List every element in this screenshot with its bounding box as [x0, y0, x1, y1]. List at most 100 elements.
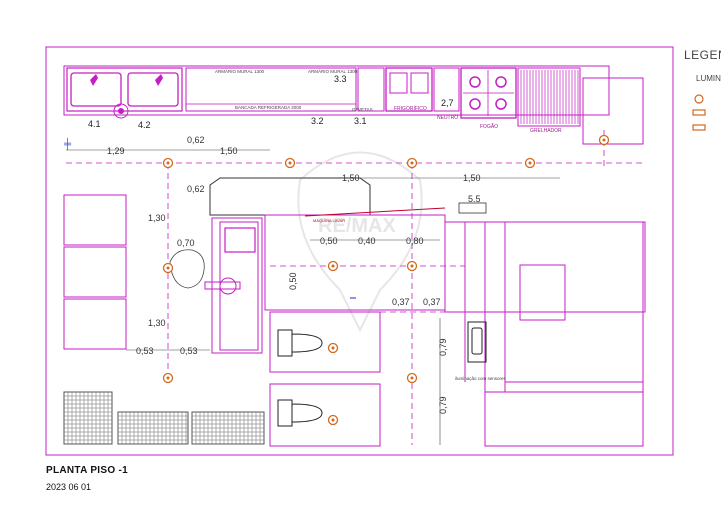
fixture-block: [204, 281, 241, 290]
fridge: [385, 67, 433, 112]
island-sink: [219, 221, 259, 351]
stair-room: [504, 221, 644, 383]
burner-icon: [469, 98, 481, 110]
dim-1-30-b: 1,30: [148, 318, 166, 328]
neutral-counter: [433, 67, 460, 112]
label-3-2: 3.2: [311, 116, 324, 126]
ceiling-light-dot: [166, 266, 170, 270]
legend-symbols: [692, 94, 706, 131]
dim-0-40: 0,40: [358, 236, 376, 246]
dim-0-79-a: 0,79: [438, 338, 448, 356]
label-4-2: 4.2: [138, 120, 151, 130]
dim-1-29: 1,29: [107, 146, 125, 156]
ceiling-light-dot: [331, 346, 335, 350]
wc-room: [269, 311, 381, 373]
room-wall: [444, 221, 646, 313]
ceiling-light-dot: [166, 161, 170, 165]
washbasin-inner: [471, 327, 483, 355]
label-3-3: 3.3: [334, 74, 347, 84]
label-gaveta: GAVETAS: [352, 107, 373, 112]
ceiling-light-dot: [410, 264, 414, 268]
dim-0-37-b: 0,37: [423, 297, 441, 307]
ceiling-light-dot: [528, 161, 532, 165]
stove: [460, 67, 517, 119]
label-grelhador: GRELHADOR: [530, 128, 562, 134]
grill-hatch: [520, 70, 579, 124]
label-2-7: 2,7: [441, 98, 454, 108]
island-table: [211, 217, 263, 354]
ceiling-light-dot: [410, 161, 414, 165]
wc-room: [269, 383, 381, 447]
burner-icon: [469, 76, 481, 88]
ceiling-light-dot: [331, 418, 335, 422]
label-maquina: MÁQUINA LAVAR: [313, 218, 345, 223]
ceiling-light-dot: [602, 138, 606, 142]
plan-date: 2023 06 01: [46, 482, 92, 492]
dim-0-37-a: 0,37: [392, 297, 410, 307]
dim-1-50-a: 1,50: [220, 146, 238, 156]
washbasin: [467, 321, 487, 363]
tap-fixture: [118, 108, 124, 114]
dim-1-50-c: 1,50: [463, 173, 481, 183]
plan-frame: [45, 46, 674, 456]
burner-icon: [495, 76, 507, 88]
ceiling-light-dot: [410, 376, 414, 380]
cross-mark: ╪: [63, 137, 72, 151]
label-fogao: FOGÃO: [480, 123, 498, 130]
sink-unit: [66, 67, 183, 112]
label-armario-top: ARMÁRIO MURAL 1300: [215, 68, 265, 74]
label-armario-right: ARMÁRIO MURAL 1300: [308, 68, 358, 74]
watermark-text: RE/MAX: [318, 215, 396, 237]
dim-0-62-a: 0,62: [187, 135, 205, 145]
fridge-compartment: [389, 72, 408, 94]
shelf-unit: [63, 194, 127, 246]
tap-fixture: [113, 103, 129, 119]
sink-basin-right: [127, 72, 179, 107]
counter-band: [63, 65, 610, 116]
dim-0-79-b: 0,79: [438, 396, 448, 414]
wall-cabinet: [185, 67, 357, 112]
label-neutro: NEUTRO: [437, 115, 458, 121]
label-4-1: 4.1: [88, 119, 101, 129]
ceiling-light-dot: [331, 264, 335, 268]
person-outline: [169, 249, 205, 289]
dim-5-5: 5.5: [468, 194, 481, 204]
fixture-circle: [219, 277, 237, 295]
sink-basin-left: [70, 72, 122, 107]
grate-hatch: [64, 392, 264, 444]
legend-light-icon: [692, 109, 706, 116]
toilet-icon: [277, 329, 323, 357]
dim-0-50-a: 0,50: [320, 236, 338, 246]
dim-0-80: 0,80: [406, 236, 424, 246]
faucet-icon: [90, 74, 98, 86]
label-3-1: 3.1: [354, 116, 367, 126]
faucet-icon: [155, 74, 163, 86]
shelf-unit: [63, 298, 127, 350]
toilet-icon: [277, 399, 323, 427]
light-fixtures: [162, 134, 610, 426]
dim-0-50-b: 0,50: [288, 272, 298, 290]
legend-subtitle: LUMIN: [696, 74, 721, 83]
label-bancada: BANCADA REFRIGERADA 2000: [235, 105, 302, 110]
label-iluminacao: iluminação com sensores: [455, 376, 507, 381]
ceiling-light-dot: [288, 161, 292, 165]
fridge-compartment: [410, 72, 429, 94]
stair-block: [519, 264, 566, 321]
drawer-unit: [357, 67, 385, 112]
side-room: [504, 381, 644, 393]
dim-0-70: 0,70: [177, 238, 195, 248]
plan-title: PLANTA PISO -1: [46, 465, 128, 476]
legend-title: LEGEN: [684, 48, 721, 62]
side-counter: [582, 77, 644, 145]
remax-watermark: RE/MAX: [297, 151, 423, 333]
dim-0-53-a: 0,53: [136, 346, 154, 356]
grill: [517, 67, 581, 127]
dim-0-62-b: 0,62: [187, 184, 205, 194]
legend-light-icon: [694, 94, 704, 104]
dim-0-53-b: 0,53: [180, 346, 198, 356]
fixture-box: [458, 202, 487, 214]
shelf-unit: [63, 246, 127, 298]
burner-icon: [495, 98, 507, 110]
label-frigorifico: FRIGORÍFICO: [394, 105, 427, 112]
